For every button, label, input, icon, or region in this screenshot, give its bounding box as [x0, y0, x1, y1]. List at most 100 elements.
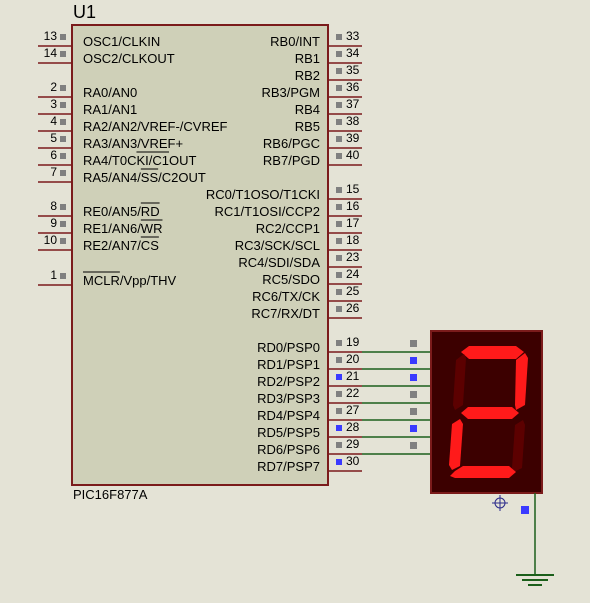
pin-39[interactable]: 39 RB6/PGC	[263, 131, 362, 151]
pin-1[interactable]: 1 MCLR/Vpp/THV	[38, 268, 177, 288]
display-pin-marker	[410, 391, 417, 398]
pin-state-marker	[336, 34, 342, 40]
pin-label: RC0/T1OSO/T1CKI	[206, 187, 320, 202]
pin-label: RD1/PSP1	[257, 357, 320, 372]
pin-label: RD4/PSP4	[257, 408, 320, 423]
pin-3[interactable]: 3 RA1/AN1	[38, 97, 137, 117]
segment-c-unlit	[512, 420, 525, 472]
common-pin-marker	[521, 506, 529, 514]
pin-label: RB4	[295, 102, 320, 117]
pin-number: 28	[346, 420, 360, 434]
pin-number: 29	[346, 437, 360, 451]
pin-state-marker	[60, 119, 66, 125]
pin-label: OSC2/CLKOUT	[83, 51, 175, 66]
pin-number: 8	[50, 199, 57, 213]
seven-segment-display[interactable]	[410, 330, 543, 494]
pin-label: RA0/AN0	[83, 85, 137, 100]
segment-d-lit	[450, 466, 516, 478]
pin-number: 24	[346, 267, 360, 281]
display-pin-markers	[410, 340, 417, 449]
microcontroller-u1[interactable]: U1 PIC16F877A	[71, 2, 329, 502]
pin-20[interactable]: 20 RD1/PSP1	[257, 352, 362, 372]
pin-label: RA4/T0CKI/C1OUT	[83, 153, 196, 168]
pin-33[interactable]: 33 RB0/INT	[270, 29, 362, 49]
ic-body[interactable]	[71, 24, 329, 486]
pin-number: 1	[50, 268, 57, 282]
pin-number: 26	[346, 301, 360, 315]
pin-label: RD6/PSP6	[257, 442, 320, 457]
pin-8[interactable]: 8 RE0/AN5/RD	[38, 199, 160, 219]
pin-number: 16	[346, 199, 360, 213]
pin-9[interactable]: 9 RE1/AN6/WR	[38, 216, 163, 236]
segment-e-lit	[449, 419, 463, 470]
pin-number: 20	[346, 352, 360, 366]
pin-number: 23	[346, 250, 360, 264]
pin-label: RA3/AN3/VREF+	[83, 136, 183, 151]
pin-label: OSC1/CLKIN	[83, 34, 160, 49]
pin-number: 14	[44, 46, 58, 60]
pin-state-marker	[336, 221, 342, 227]
pin-state-marker	[60, 273, 66, 279]
pin-label: RD3/PSP3	[257, 391, 320, 406]
pin-number: 18	[346, 233, 360, 247]
pin-number: 25	[346, 284, 360, 298]
pin-state-marker	[336, 187, 342, 193]
pin-label: MCLR/Vpp/THV	[83, 273, 177, 288]
pin-29[interactable]: 29 RD6/PSP6	[257, 437, 362, 457]
segment-b-lit	[515, 353, 528, 410]
pin-label: RB0/INT	[270, 34, 320, 49]
pin-label: RE0/AN5/RD	[83, 204, 160, 219]
display-pin-marker	[410, 374, 417, 381]
pin-number: 40	[346, 148, 360, 162]
pin-number: 30	[346, 454, 360, 468]
pin-number: 17	[346, 216, 360, 230]
pin-number: 33	[346, 29, 360, 43]
pin-state-marker	[336, 68, 342, 74]
pin-state-marker	[336, 85, 342, 91]
display-segments	[449, 346, 528, 478]
pin-state-marker	[336, 425, 342, 431]
pin-state-marker	[60, 221, 66, 227]
pin-state-marker	[336, 340, 342, 346]
pin-state-marker	[60, 238, 66, 244]
pin-label: RB6/PGC	[263, 136, 320, 151]
right-pin-group: 33 RB0/INT34RB135RB236RB3/PGM37RB438RB539…	[206, 29, 362, 474]
pin-label: RC1/T1OSI/CCP2	[215, 204, 320, 219]
pin-number: 3	[50, 97, 57, 111]
pin-16[interactable]: 16 RC1/T1OSI/CCP2	[215, 199, 362, 219]
pin-14[interactable]: 14 OSC2/CLKOUT	[38, 46, 175, 66]
pin-number: 9	[50, 216, 57, 230]
pin-number: 39	[346, 131, 360, 145]
pin-label: RE1/AN6/WR	[83, 221, 162, 236]
pin-label: RA1/AN1	[83, 102, 137, 117]
pin-number: 7	[50, 165, 57, 179]
